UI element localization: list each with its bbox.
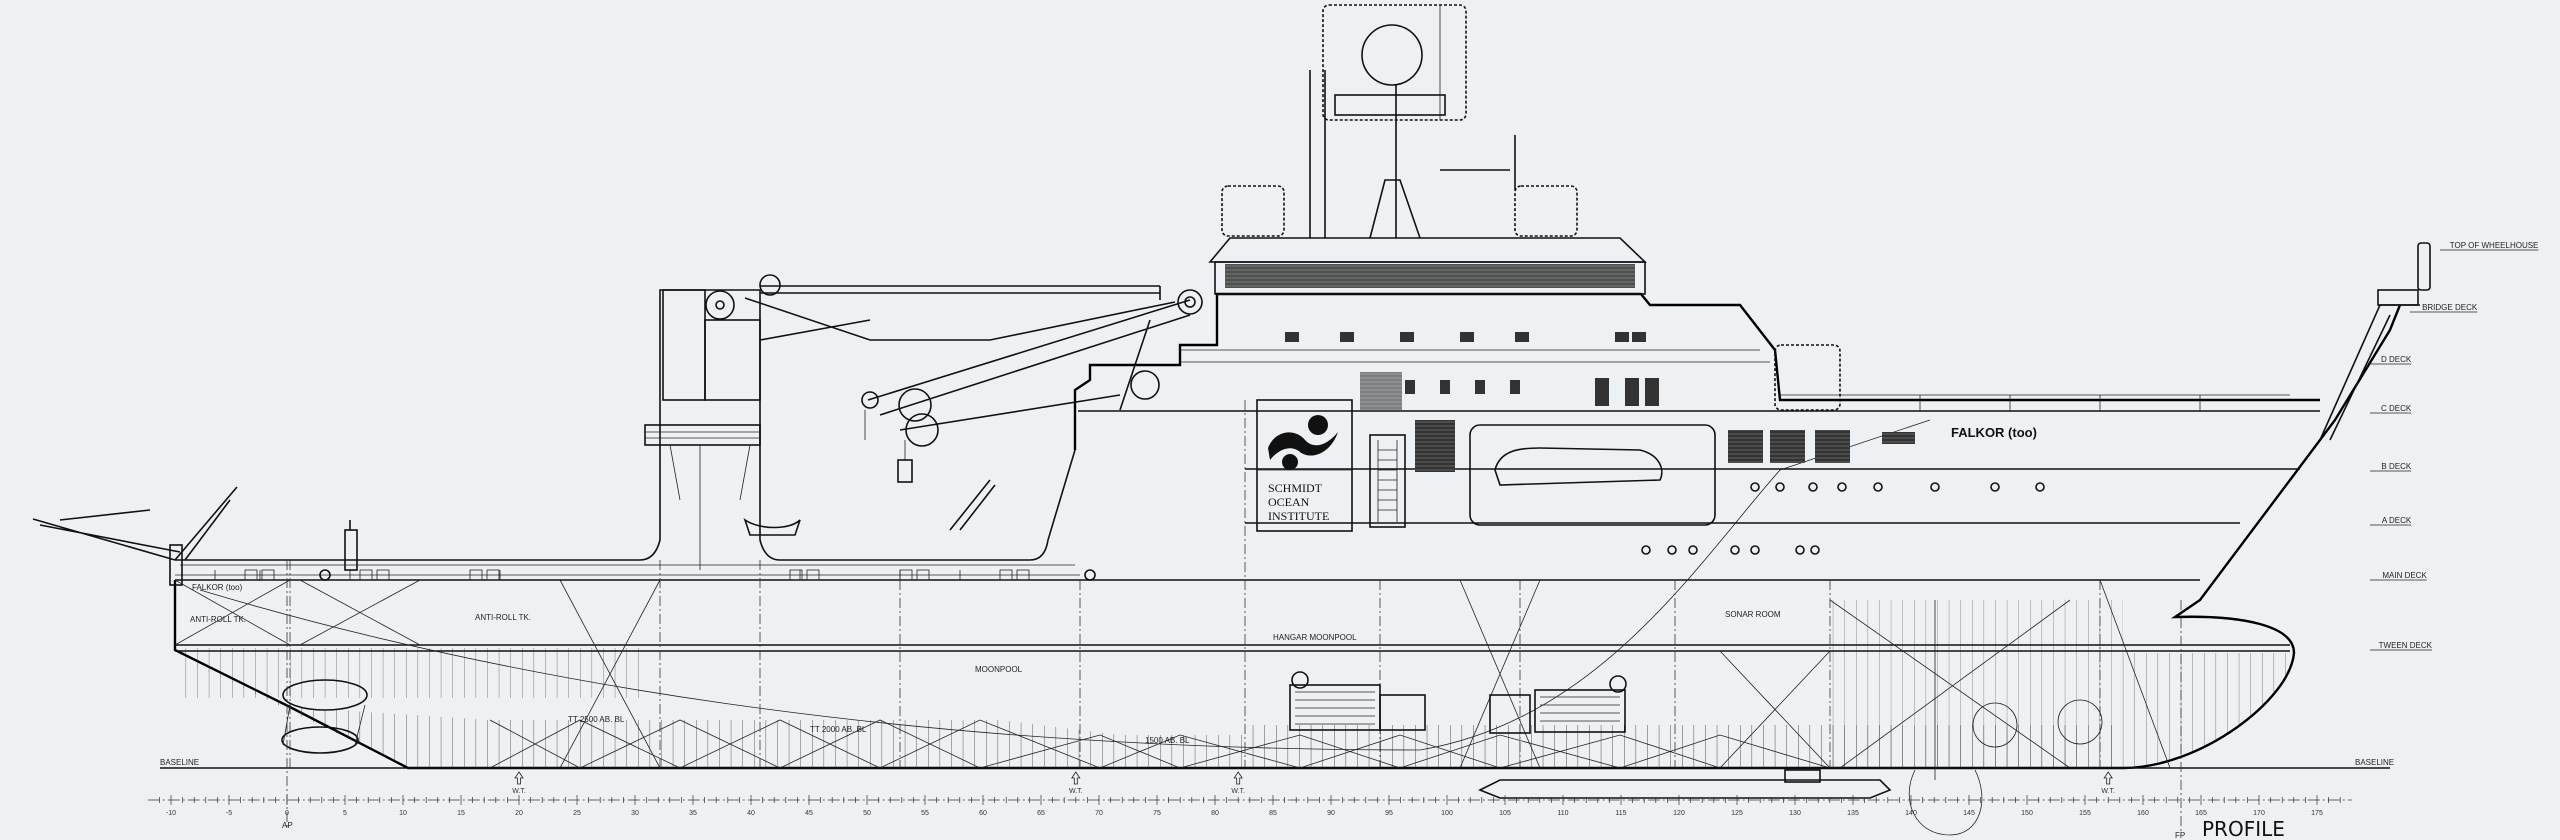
deck-level-label: A DECK [2382,516,2412,525]
frame-tick-label: 95 [1385,810,1393,817]
frame-tick-label: 80 [1211,810,1219,817]
deck-level-label: C DECK [2381,404,2412,413]
main-engine-1 [1289,671,1426,731]
deck-level-label: MAIN DECK [2382,571,2427,580]
frame-tick-label: 20 [515,810,523,817]
superstructure: SCHMIDT OCEAN INSTITUTE FALKOR (too) [1073,185,2431,555]
perpendiculars: AP FP [282,560,2185,840]
deck-level-labels: TOP OF WHEELHOUSE BRIDGE DECK D DECK C DECK… [2370,241,2539,651]
deck-level-label: D DECK [2381,355,2412,364]
frame-tick-label: 90 [1327,810,1335,817]
baseline-label-fwd: BASELINE [2355,758,2394,767]
main-engine-2 [1489,675,1627,734]
frame-tick-label: 165 [2195,810,2207,817]
frame-tick-label: 115 [1615,810,1626,817]
frame-tick-label: 5 [343,810,347,817]
frame-tick-label: 110 [1557,810,1568,817]
schmidt-ocean-institute-logo: SCHMIDT OCEAN INSTITUTE [1256,399,1353,532]
frame-tick-label: 75 [1153,810,1161,817]
frame-tick-label: 30 [631,810,639,817]
baseline: BASELINE BASELINE [160,758,2394,769]
frame-tick-label: 10 [399,810,407,817]
tank-top-1500-label: 1500 AB. BL [1145,736,1190,745]
frame-tick-label: 125 [1731,810,1743,817]
qr-code [1360,372,1402,410]
frame-tick-label: 55 [921,810,929,817]
frame-tick-label: -5 [226,810,232,817]
frame-tick-label: 25 [573,810,581,817]
frame-tick-label: 155 [2079,810,2091,817]
baseline-label-aft: BASELINE [160,758,199,767]
frame-tick-label: 45 [805,810,813,817]
wt-arrow-icon [1071,771,1081,785]
frame-tick-label: 35 [689,810,697,817]
tank-top-2000-label: TT 2000 AB. BL [810,725,867,734]
frame-tick-label: 15 [457,810,465,817]
logo-line-2: OCEAN [1268,495,1310,509]
frame-tick-label: 65 [1037,810,1045,817]
wt-label: W.T. [1231,788,1245,795]
deck-level-label: TOP OF WHEELHOUSE [2450,241,2539,250]
hangar-moonpool-label: HANGAR MOONPOOL [1273,633,1357,642]
mast [1309,4,1516,239]
anti-roll-tank-label: ANTI-ROLL TK. [190,615,246,624]
wt-label: W.T. [512,788,526,795]
vessel-name: FALKOR (too) [1951,425,2037,440]
frame-tick-label: 105 [1499,810,1511,817]
wt-label: W.T. [2101,788,2115,795]
frame-tick-label: 60 [979,810,987,817]
frame-tick-label: 145 [1963,810,1975,817]
frame-tick-label: 135 [1847,810,1859,817]
frame-tick-label: 140 [1905,810,1917,817]
stern-name-label: FALKOR (too) [192,583,243,592]
sonar-room-label: SONAR ROOM [1725,610,1781,619]
logo-line-1: SCHMIDT [1268,481,1323,495]
deck-level-label: B DECK [2381,462,2411,471]
frame-tick-label: 160 [2137,810,2149,817]
hull: FALKOR (too) [173,304,2402,836]
wt-arrow-icon [1233,771,1243,785]
frame-tick-label: 40 [747,810,755,817]
frame-tick-label: 175 [2311,810,2323,817]
frame-tick-label: 130 [1789,810,1801,817]
anti-roll-tank-label: ANTI-ROLL TK. [475,613,531,622]
fp-label: FP [2175,831,2185,840]
wt-arrow-icon [514,771,524,785]
deck-level-label: BRIDGE DECK [2422,303,2478,312]
frame-tick-label: 150 [2021,810,2033,817]
frame-tick-label: 100 [1441,810,1453,817]
watertight-bulkhead-marks: W.T. W.T. W.T. W.T. [512,771,2115,795]
tank-top-2500-label: TT 2500 AB. BL [568,715,625,724]
frame-tick-label: 170 [2253,810,2265,817]
frame-tick-label: 70 [1095,810,1103,817]
drawing-title: PROFILE [2202,817,2285,840]
aft-deck-equipment [32,274,1203,586]
frame-tick-label: 50 [863,810,871,817]
frame-tick-label: 120 [1673,810,1685,817]
compartment-labels: ANTI-ROLL TK. ANTI-ROLL TK. MOONPOOL HAN… [190,610,1781,745]
logo-line-3: INSTITUTE [1268,509,1329,523]
moonpool-label: MOONPOOL [975,665,1023,674]
frame-tick-label: -10 [166,810,176,817]
ap-label: AP [282,821,293,830]
wt-arrow-icon [2103,771,2113,785]
frame-tick-label: 85 [1269,810,1277,817]
deck-level-label: TWEEN DECK [2379,641,2433,650]
wt-label: W.T. [1069,788,1083,795]
